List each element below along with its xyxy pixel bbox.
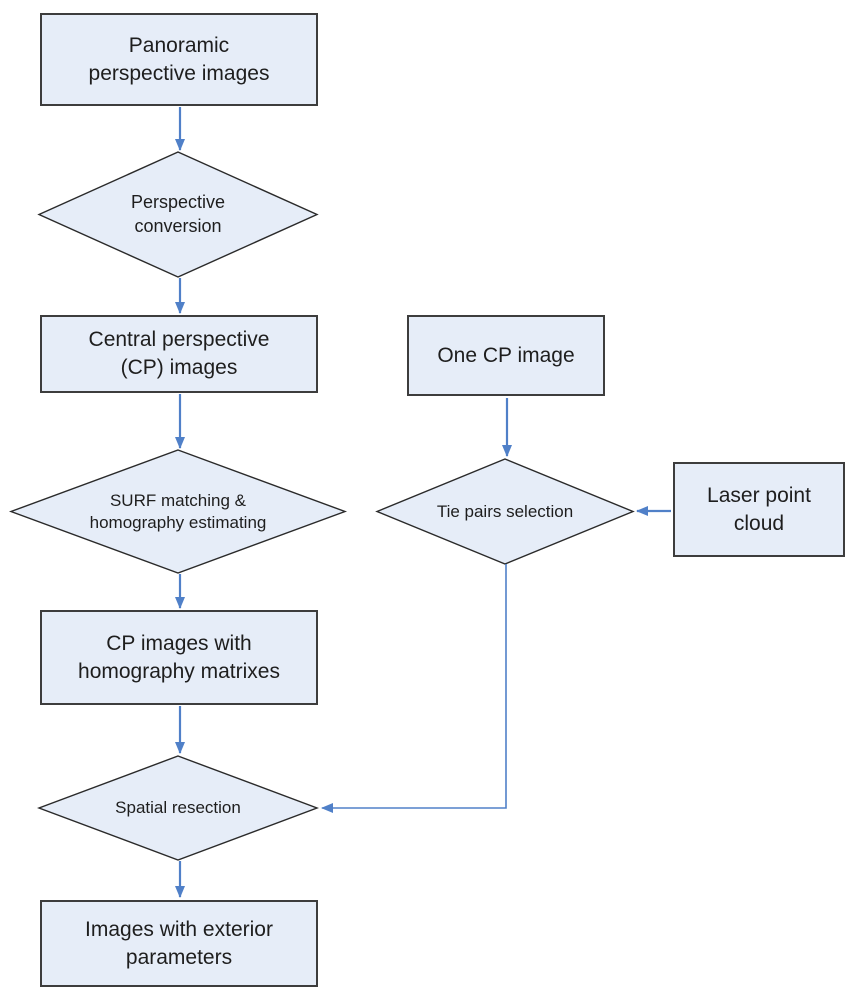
- node-central-perspective-images: Central perspective (CP) images: [40, 315, 318, 393]
- node-one-cp-image: One CP image: [407, 315, 605, 396]
- decision-surf-matching-shape: [8, 449, 348, 574]
- decision-perspective-conversion-shape: [37, 151, 319, 278]
- decision-tie-pairs-selection-shape: [375, 458, 635, 565]
- decision-spatial-resection-shape: [37, 755, 319, 861]
- node-central-perspective-images-label: Central perspective (CP) images: [88, 328, 270, 379]
- node-images-exterior-parameters: Images with exterior parameters: [40, 900, 318, 987]
- edge-tie-pairs-to-spatial-resection: [321, 564, 507, 813]
- node-cp-images-homography-matrixes: CP images with homography matrixes: [40, 610, 318, 705]
- node-one-cp-image-label: One CP image: [437, 343, 575, 367]
- node-panoramic-perspective-images-label: Panoramic perspective images: [88, 33, 270, 85]
- node-cp-images-homography-matrixes-label: CP images with homography matrixes: [78, 631, 280, 683]
- node-laser-point-cloud: Laser point cloud: [673, 462, 845, 557]
- node-images-exterior-parameters-label: Images with exterior parameters: [85, 917, 273, 969]
- node-panoramic-perspective-images: Panoramic perspective images: [40, 13, 318, 106]
- node-laser-point-cloud-label: Laser point cloud: [707, 483, 811, 535]
